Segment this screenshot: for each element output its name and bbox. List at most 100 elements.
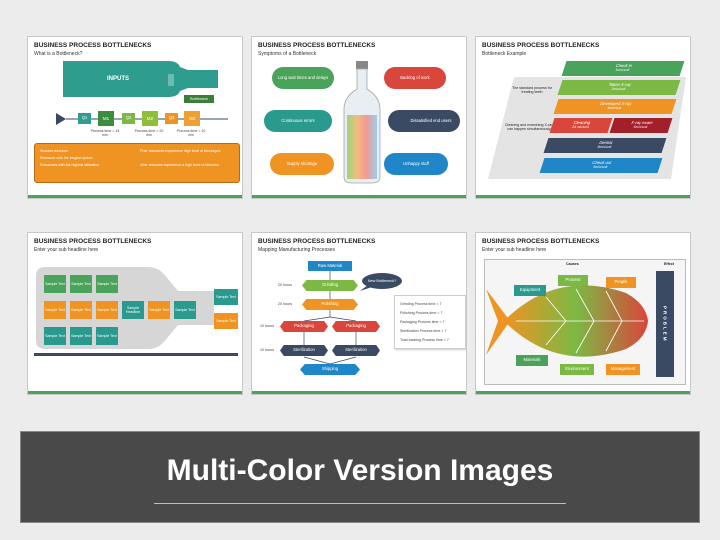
slide-subtitle: What is a Bottleneck?: [34, 51, 83, 57]
stage-m3: M3: [184, 111, 200, 126]
problem-box: PROBLEM: [656, 271, 674, 377]
hours-polishing: 20 hours: [278, 302, 292, 306]
sample-text-cell: Sample Text: [96, 275, 118, 293]
stage-q3: Q3: [165, 113, 178, 124]
bullets-panel: [34, 143, 240, 183]
step-developed-xray: Developed X-ray 6min/unit: [553, 99, 677, 114]
cause-environment: Environment: [560, 364, 594, 375]
slide-bottom-bar: [476, 391, 690, 394]
footer-banner: Multi-Color Version Images: [20, 431, 700, 523]
stage-q2: Q2: [122, 113, 135, 124]
step-check-out: Check out 6min/unit: [539, 158, 663, 173]
slide-bottom-bar: [476, 195, 690, 198]
slide-1-what-is-bottleneck[interactable]: BUSINESS PROCESS BOTTLENECKS What is a B…: [27, 36, 243, 199]
slide-bottom-bar: [252, 391, 466, 394]
bottle-graphic: [63, 61, 218, 97]
process-time-3: Process time = 10 min: [176, 129, 206, 138]
step-time: 6min/unit: [606, 105, 623, 110]
slide-bottom-bar: [28, 195, 242, 198]
symptom-long-wait: Long wait times and delays: [272, 67, 334, 89]
process-time-1: Process time = 15 min: [90, 129, 120, 138]
symptom-dissatisfied-users: Dissatisfied end users: [388, 110, 460, 132]
sample-text-cell: Sample Text: [44, 301, 66, 319]
slide-3-example[interactable]: BUSINESS PROCESS BOTTLENECKS Bottleneck …: [475, 36, 691, 199]
slide-title: BUSINESS PROCESS BOTTLENECKS: [34, 238, 152, 245]
step-time: 24 min/unit: [571, 124, 590, 129]
symptom-backlog: Backlog of work: [384, 67, 446, 89]
banner-divider: [154, 503, 566, 504]
note-sterilization: Sterilization Process time = 7: [400, 329, 447, 333]
slide-bottom-bar: [28, 391, 242, 394]
note-standard-process: The standard process for treating teeth: [512, 86, 552, 95]
slide-title: BUSINESS PROCESS BOTTLENECKS: [482, 42, 600, 49]
step-grinding: Grinding: [302, 280, 358, 291]
slide-6-fishbone[interactable]: BUSINESS PROCESS BOTTLENECKS Enter your …: [475, 232, 691, 395]
symptom-continuous-errors: Continuous errors: [264, 110, 332, 132]
cause-management: Management: [606, 364, 640, 375]
step-raw-material: Raw Material: [308, 261, 352, 271]
fish-graphic: [486, 285, 648, 357]
bullet-right-2: After resource experience a high level o…: [140, 163, 220, 167]
slide-4-sample-grid[interactable]: BUSINESS PROCESS BOTTLENECKS Enter your …: [27, 232, 243, 395]
step-time: 5min/unit: [614, 67, 631, 72]
problem-label: PROBLEM: [662, 305, 668, 343]
inputs-label: INPUTS: [106, 75, 129, 82]
note-simultaneous: Cleaning and examining X-ray can happen …: [504, 123, 554, 132]
step-time: 2min/unit: [610, 86, 627, 91]
cause-materials: Materials: [516, 355, 548, 366]
step-taken-xray: Taken X-ray 2min/unit: [557, 80, 681, 95]
hours-sterilization: 10 hours: [260, 348, 274, 352]
bullet-left-2: Resource with the longest queue.: [40, 156, 94, 160]
slide-5-manufacturing[interactable]: BUSINESS PROCESS BOTTLENECKS Mapping Man…: [251, 232, 467, 395]
step-time: 5min/unit: [632, 124, 649, 129]
sample-text-cell: Sample Text: [214, 313, 238, 329]
cause-equipment: Equipment: [514, 285, 546, 296]
step-cleaning: Cleaning 24 min/unit: [549, 118, 613, 133]
slide-bottom-bar: [252, 195, 466, 198]
sample-headline-cell: Sample Headline: [122, 301, 144, 319]
notes-panel: [394, 295, 466, 349]
slide-subtitle: Enter your sub headline here: [482, 247, 547, 253]
symptom-unhappy-staff: Unhappy staff: [384, 153, 448, 175]
bottleneck-tag: Bottleneck: [184, 95, 214, 103]
stage-m1: M1: [98, 111, 114, 126]
sample-text-cell: Sample Text: [44, 327, 66, 345]
hours-grinding: 20 hours: [278, 283, 292, 287]
slide-title: BUSINESS PROCESS BOTTLENECKS: [34, 42, 152, 49]
effect-label: Effect: [664, 262, 674, 266]
step-dentist: Dentist 8min/unit: [543, 138, 667, 153]
step-check-in: Check in 5min/unit: [561, 61, 685, 76]
slide-2-symptoms[interactable]: BUSINESS PROCESS BOTTLENECKS Symptoms of…: [251, 36, 467, 199]
process-time-2: Process time = 20 min: [134, 129, 164, 138]
symptom-supply-shortage: Supply shortage: [270, 153, 334, 175]
slide-subtitle: Mapping Manufacturing Processes: [258, 247, 335, 253]
note-grinding: Grinding Process time = 7: [400, 302, 442, 306]
bullet-left-1: Slowest resource.: [40, 149, 69, 153]
sample-text-cell: Sample Text: [70, 327, 92, 345]
sample-text-cell: Sample Text: [148, 301, 170, 319]
stage-q1: Q1: [78, 113, 91, 124]
bottle-graphic: [343, 61, 381, 184]
note-packaging: Packaging Process time = 7: [400, 320, 445, 324]
sample-text-cell: Sample Text: [174, 301, 196, 319]
slide-title: BUSINESS PROCESS BOTTLENECKS: [258, 42, 376, 49]
step-sterilization-2: Sterilization: [332, 345, 380, 356]
slide-subtitle: Enter your sub headline here: [34, 247, 99, 253]
bullet-left-3: Resources with the highest utilization.: [40, 163, 101, 167]
cause-people: People: [606, 277, 636, 288]
causes-label: Causes: [566, 262, 579, 266]
callout-new-bottleneck: New Bottleneck?: [367, 278, 397, 283]
bullet-right-1: Prior resources experience high level of…: [140, 149, 222, 153]
step-sterilization-1: Sterilization: [280, 345, 328, 356]
step-time: 8min/unit: [596, 144, 613, 149]
cause-process: Process: [558, 275, 588, 286]
sample-text-cell: Sample Text: [44, 275, 66, 293]
banner-title: Multi-Color Version Images: [166, 454, 554, 487]
sample-text-cell: Sample Text: [96, 301, 118, 319]
sample-text-cell: Sample Text: [70, 275, 92, 293]
sample-text-cell: Sample Text: [214, 289, 238, 305]
step-packaging-1: Packaging: [280, 321, 328, 332]
flow-connectors: [303, 271, 402, 365]
step-polishing: Polishing: [302, 299, 358, 310]
slide-title: BUSINESS PROCESS BOTTLENECKS: [258, 238, 376, 245]
